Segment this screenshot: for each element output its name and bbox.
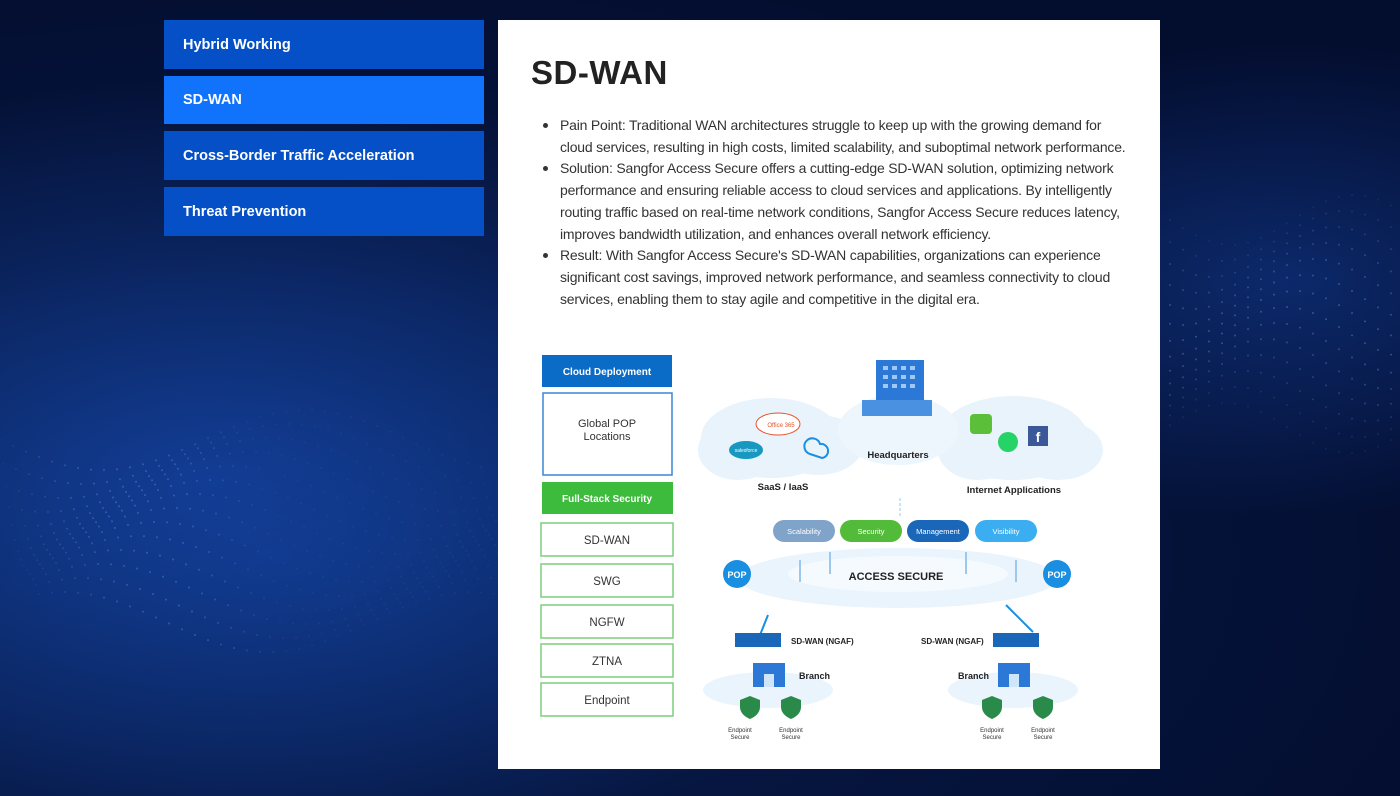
pill-visibility (975, 520, 1037, 542)
cloud-service-icon (803, 437, 830, 460)
internet-apps-label: Internet Applications (967, 485, 1061, 496)
bullet-list: Pain Point: Traditional WAN architecture… (543, 115, 1130, 310)
access-secure-label: ACCESS SECURE (849, 571, 944, 583)
building-icon (862, 360, 932, 416)
svg-text:Secure: Secure (781, 735, 801, 741)
stack-item-sd-wan: SD-WAN (584, 535, 630, 547)
tab-hybrid-working[interactable]: Hybrid Working (164, 20, 484, 69)
svg-text:Endpoint: Endpoint (728, 728, 752, 734)
internet-cloud (938, 396, 1103, 480)
pill-security (840, 520, 902, 542)
panel-title: SD-WAN (531, 54, 668, 91)
svg-text:salesforce: salesforce (735, 448, 758, 454)
stack-item-swg: SWG (593, 576, 621, 588)
svg-text:Secure: Secure (982, 735, 1002, 741)
svg-text:POP: POP (727, 570, 746, 580)
svg-text:Scalability: Scalability (787, 527, 821, 536)
global-pop-box (542, 392, 673, 476)
pop-right-icon (1043, 560, 1071, 588)
svg-text:Office 365: Office 365 (767, 423, 795, 429)
ngaf-device-right (993, 633, 1039, 647)
tab-sd-wan[interactable]: SD-WAN (164, 76, 484, 124)
stack-item-ztna: ZTNA (592, 656, 622, 668)
pill-scalability (773, 520, 835, 542)
svg-text:Management: Management (916, 527, 961, 536)
cloud-deployment-label: Cloud Deployment (563, 367, 652, 378)
svg-text:Security: Security (857, 527, 884, 536)
content-panel: SD-WAN Pain Point: Traditional WAN archi… (498, 20, 1160, 769)
salesforce-icon: salesforce (729, 441, 763, 459)
saas-label: SaaS / IaaS (758, 482, 809, 493)
pop-left-icon (723, 560, 751, 588)
svg-text:Endpoint: Endpoint (980, 728, 1004, 734)
svg-text:Endpoint: Endpoint (779, 728, 803, 734)
whatsapp-icon (998, 432, 1018, 452)
saas-cloud (698, 398, 863, 480)
svg-text:Endpoint: Endpoint (1031, 728, 1055, 734)
svg-text:Secure: Secure (1033, 735, 1053, 741)
stack-item-ngfw: NGFW (589, 617, 624, 629)
tab-cross-border-traffic-acceleration[interactable]: Cross-Border Traffic Acceleration (164, 131, 484, 180)
left-uplink (759, 614, 769, 636)
cloud-deployment-box (542, 355, 672, 387)
bullet-result: Result: With Sangfor Access Secure's SD-… (543, 245, 1130, 310)
global-pop-line1: Global POP (578, 418, 636, 430)
sdwan-ngaf-right-label: SD-WAN (NGAF) (921, 637, 984, 646)
svg-text:Visibility: Visibility (993, 527, 1020, 536)
chat-icon (970, 414, 992, 434)
facebook-icon (1028, 426, 1048, 446)
full-stack-label: Full-Stack Security (562, 494, 652, 505)
right-uplink (1005, 604, 1034, 633)
branch-left-platform (703, 672, 833, 708)
headquarters-label: Headquarters (867, 450, 928, 461)
svg-text:POP: POP (1047, 570, 1066, 580)
endpoint-shield-icons (740, 696, 1053, 719)
pill-management (907, 520, 969, 542)
global-pop-line2: Locations (583, 431, 631, 443)
branch-right-label: Branch (958, 671, 989, 681)
office365-icon: Office 365 (755, 412, 801, 436)
ngaf-device-left (735, 633, 781, 647)
sdwan-ngaf-left-label: SD-WAN (NGAF) (791, 637, 854, 646)
bullet-pain-point: Pain Point: Traditional WAN architecture… (543, 115, 1130, 158)
stack-item-endpoint: Endpoint (584, 695, 630, 707)
sd-wan-diagram: Cloud Deployment Global POP Locations Fu… (540, 355, 1103, 741)
svg-text:Secure: Secure (730, 735, 750, 741)
solution-tabs: Hybrid Working SD-WAN Cross-Border Traff… (164, 20, 484, 243)
tab-threat-prevention[interactable]: Threat Prevention (164, 187, 484, 236)
bullet-solution: Solution: Sangfor Access Secure offers a… (543, 158, 1130, 245)
branch-left-label: Branch (799, 671, 830, 681)
full-stack-box (542, 482, 673, 514)
facebook-glyph: f (1036, 429, 1041, 445)
